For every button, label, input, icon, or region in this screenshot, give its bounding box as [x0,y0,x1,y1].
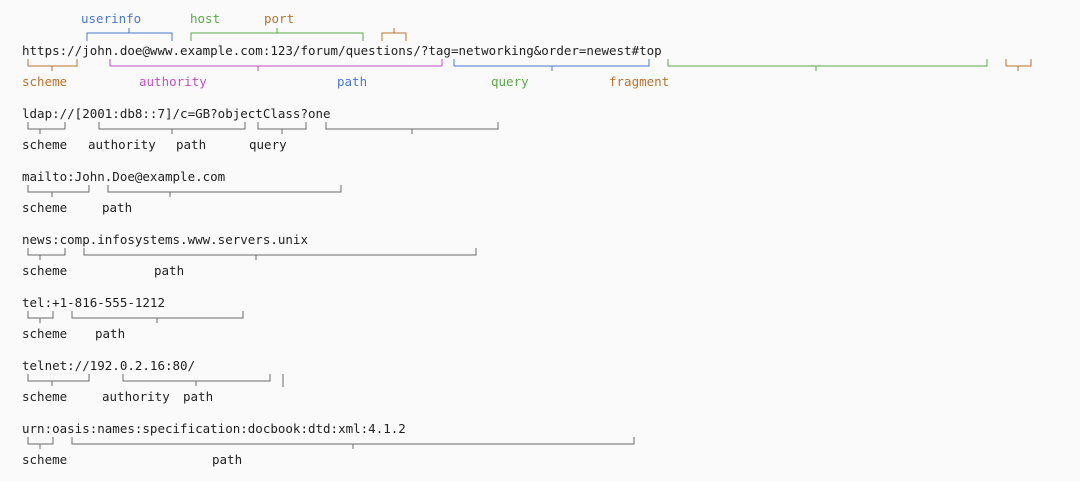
example-urn: urn:oasis:names:specification:docbook:dt… [22,421,635,467]
bracket-authority [98,122,246,134]
example-label-scheme: scheme [22,263,67,278]
main-uri-text: https://john.doe@www.example.com:123/for… [22,43,662,58]
example-telnet: telnet://192.0.2.16:80/ scheme authority… [22,358,284,404]
example-label-scheme: scheme [22,137,67,152]
label-query: query [491,74,529,89]
label-path: path [337,74,367,89]
example-uri-text: tel:+1-816-555-1212 [22,295,165,310]
example-label-scheme: scheme [22,389,67,404]
example-label-scheme: scheme [22,326,67,341]
example-uri-text: telnet://192.0.2.16:80/ [22,358,195,373]
bracket-scheme [27,185,90,197]
bracket-path [257,122,307,134]
example-label-authority: authority [88,137,156,152]
bracket-path [71,311,244,323]
label-fragment: fragment [609,74,669,89]
bracket-path [83,248,477,260]
example-news: news:comp.infosystems.www.servers.unix s… [22,232,477,278]
label-scheme: scheme [22,74,67,89]
example-label-path: path [154,263,184,278]
bracket-fragment [1005,59,1032,71]
bracket-authority [109,59,443,71]
example-uri-text: news:comp.infosystems.www.servers.unix [22,232,308,247]
label-host: host [190,11,220,26]
example-label-path: path [176,137,206,152]
example-mailto: mailto:John.Doe@example.com scheme path [22,169,342,215]
example-label-query: query [249,137,287,152]
example-label-authority: authority [102,389,170,404]
bracket-path [107,185,342,197]
example-uri-text: mailto:John.Doe@example.com [22,169,225,184]
main-uri-block: userinfo host port https://john.doe@www.… [22,11,1032,89]
example-label-path: path [183,389,213,404]
bracket-userinfo [86,28,173,41]
bracket-scheme [27,437,54,449]
bracket-port [381,28,407,41]
example-uri-text: urn:oasis:names:specification:docbook:dt… [22,421,406,436]
bracket-path [71,437,635,449]
bracket-path [453,59,650,71]
example-label-scheme: scheme [22,200,67,215]
example-label-path: path [95,326,125,341]
label-port: port [264,11,294,26]
bracket-scheme [27,248,66,260]
bracket-scheme [27,59,78,71]
bracket-query [667,59,988,71]
example-ldap: ldap://[2001:db8::7]/c=GB?objectClass?on… [22,106,499,152]
label-userinfo: userinfo [81,11,141,26]
example-label-path: path [102,200,132,215]
bracket-authority [122,374,271,386]
bracket-scheme [27,122,66,134]
example-label-scheme: scheme [22,452,67,467]
label-authority: authority [139,74,207,89]
example-tel: tel:+1-816-555-1212 scheme path [22,295,244,341]
bracket-host [190,28,364,41]
example-label-path: path [212,452,242,467]
bracket-scheme [27,374,90,386]
bracket-query [325,122,499,134]
example-uri-text: ldap://[2001:db8::7]/c=GB?objectClass?on… [22,106,331,121]
bracket-scheme [27,311,54,323]
